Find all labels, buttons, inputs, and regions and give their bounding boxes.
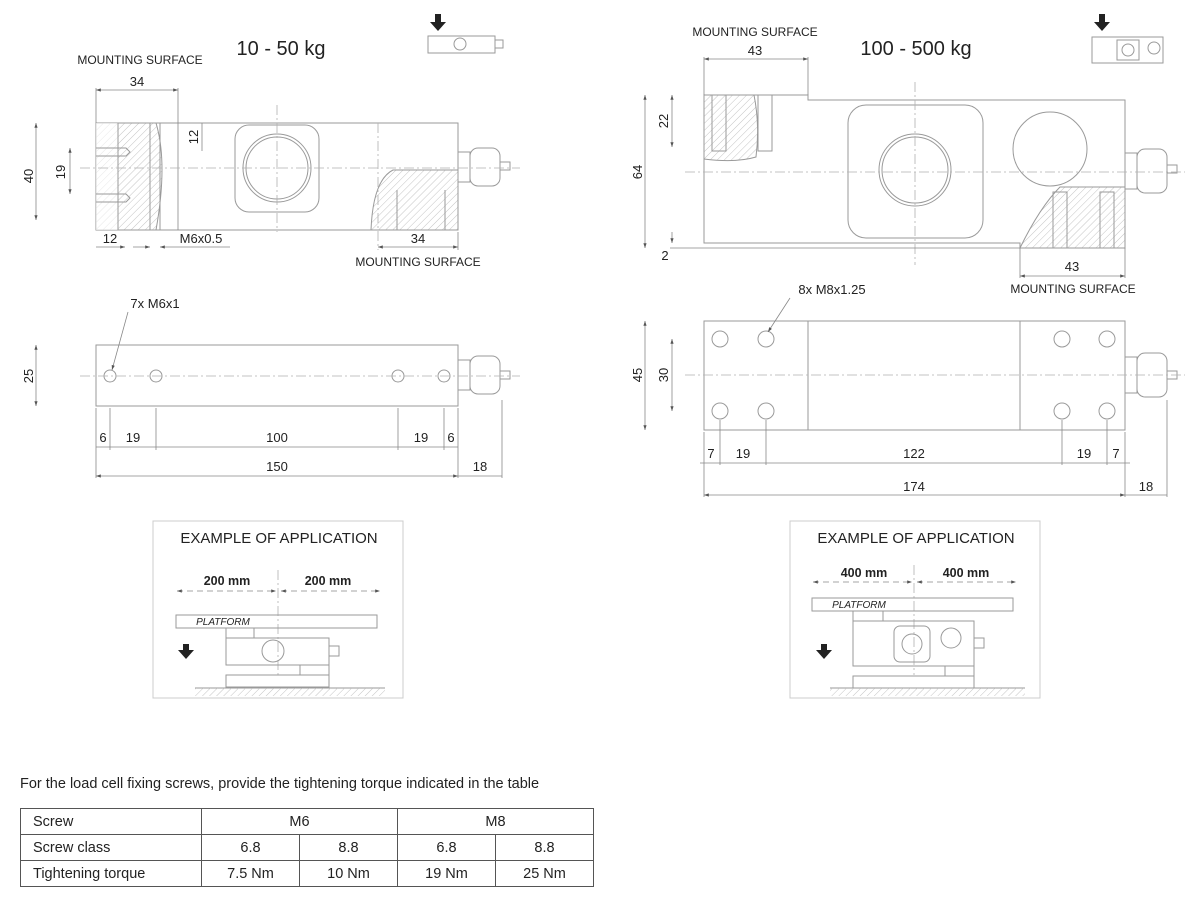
left-plan-view bbox=[80, 344, 520, 407]
table-cell: M8 bbox=[397, 808, 594, 835]
left-side-dimensions: MOUNTING SURFACE 34 40 19 12 12 M6x0.5 3… bbox=[21, 53, 481, 269]
distance-label: 200 mm bbox=[305, 574, 352, 588]
mounting-surface-label: MOUNTING SURFACE bbox=[692, 25, 817, 39]
mounting-surface-label: MOUNTING SURFACE bbox=[77, 53, 202, 67]
dim-label: 122 bbox=[903, 446, 925, 461]
dim-label: 45 bbox=[630, 368, 645, 382]
dim-label: 34 bbox=[130, 74, 144, 89]
table-cell: 7.5 Nm bbox=[201, 860, 300, 887]
example-title: EXAMPLE OF APPLICATION bbox=[817, 530, 1014, 547]
dim-label: 40 bbox=[21, 169, 36, 183]
table-cell: 6.8 bbox=[397, 834, 496, 861]
row-label: Screw class bbox=[20, 834, 202, 861]
dim-label: 7 bbox=[1112, 446, 1119, 461]
dim-label: 19 bbox=[414, 430, 428, 445]
table-row: Tightening torque 7.5 Nm 10 Nm 19 Nm 25 … bbox=[20, 860, 594, 887]
right-plan-view bbox=[685, 320, 1185, 431]
dim-label: 150 bbox=[266, 459, 288, 474]
torque-caption: For the load cell fixing screws, provide… bbox=[20, 776, 540, 792]
torque-table: Screw M6 M8 Screw class 6.8 8.8 6.8 8.8 … bbox=[20, 808, 594, 887]
holes-label: 7x M6x1 bbox=[130, 296, 179, 311]
row-label: Tightening torque bbox=[20, 860, 202, 887]
arrow-down-icon bbox=[816, 644, 832, 659]
distance-label: 400 mm bbox=[841, 566, 888, 580]
left-model-title: 10 - 50 kg bbox=[237, 38, 326, 60]
dim-label: 12 bbox=[186, 130, 201, 144]
thread-label: M6x0.5 bbox=[180, 231, 223, 246]
right-application-example: EXAMPLE OF APPLICATION 400 mm 400 mm PLA… bbox=[789, 520, 1041, 699]
table-row: Screw class 6.8 8.8 6.8 8.8 bbox=[20, 834, 594, 861]
dim-label: 12 bbox=[103, 231, 117, 246]
dim-label: 34 bbox=[411, 231, 425, 246]
table-cell: 19 Nm bbox=[397, 860, 496, 887]
dim-label: 22 bbox=[656, 114, 671, 128]
distance-label: 400 mm bbox=[943, 566, 990, 580]
dim-label: 43 bbox=[1065, 259, 1079, 274]
left-side-view bbox=[80, 105, 520, 250]
right-side-dimensions: MOUNTING SURFACE 43 64 22 2 43 MOUNTING … bbox=[630, 25, 1136, 296]
dim-label: 18 bbox=[473, 459, 487, 474]
table-cell: 8.8 bbox=[299, 834, 398, 861]
dim-label: 19 bbox=[126, 430, 140, 445]
table-cell: 25 Nm bbox=[495, 860, 594, 887]
platform-label: PLATFORM bbox=[832, 600, 886, 611]
row-label: Screw bbox=[20, 808, 202, 835]
right-model-title: 100 - 500 kg bbox=[860, 38, 971, 60]
dim-label: 7 bbox=[707, 446, 714, 461]
dim-label: 19 bbox=[1077, 446, 1091, 461]
dim-label: 2 bbox=[661, 248, 668, 263]
dim-label: 19 bbox=[53, 165, 68, 179]
load-direction-icon bbox=[1091, 14, 1164, 64]
table-row: Screw M6 M8 bbox=[20, 808, 594, 835]
dim-label: 64 bbox=[630, 165, 645, 179]
distance-label: 200 mm bbox=[204, 574, 251, 588]
mounting-surface-label: MOUNTING SURFACE bbox=[1010, 282, 1135, 296]
mounting-surface-label: MOUNTING SURFACE bbox=[355, 255, 480, 269]
dim-label: 18 bbox=[1139, 479, 1153, 494]
load-direction-icon bbox=[427, 14, 504, 54]
dim-label: 30 bbox=[656, 368, 671, 382]
example-title: EXAMPLE OF APPLICATION bbox=[180, 530, 377, 547]
left-application-example: EXAMPLE OF APPLICATION 200 mm 200 mm PLA… bbox=[152, 520, 404, 699]
table-cell: 8.8 bbox=[495, 834, 594, 861]
arrow-down-icon bbox=[178, 644, 194, 659]
dim-label: 43 bbox=[748, 43, 762, 58]
dim-label: 6 bbox=[99, 430, 106, 445]
dim-label: 19 bbox=[736, 446, 750, 461]
table-cell: 6.8 bbox=[201, 834, 300, 861]
dim-label: 100 bbox=[266, 430, 288, 445]
holes-label: 8x M8x1.25 bbox=[798, 282, 865, 297]
platform-label: PLATFORM bbox=[196, 617, 250, 628]
right-side-view bbox=[685, 82, 1185, 265]
dim-label: 25 bbox=[21, 369, 36, 383]
table-cell: 10 Nm bbox=[299, 860, 398, 887]
dim-label: 6 bbox=[447, 430, 454, 445]
right-plan-dimensions: 8x M8x1.25 45 30 7 19 122 19 7 174 18 bbox=[630, 282, 1168, 497]
dim-label: 174 bbox=[903, 479, 925, 494]
table-cell: M6 bbox=[201, 808, 398, 835]
left-plan-dimensions: 7x M6x1 25 6 19 100 19 6 150 18 bbox=[21, 296, 503, 478]
